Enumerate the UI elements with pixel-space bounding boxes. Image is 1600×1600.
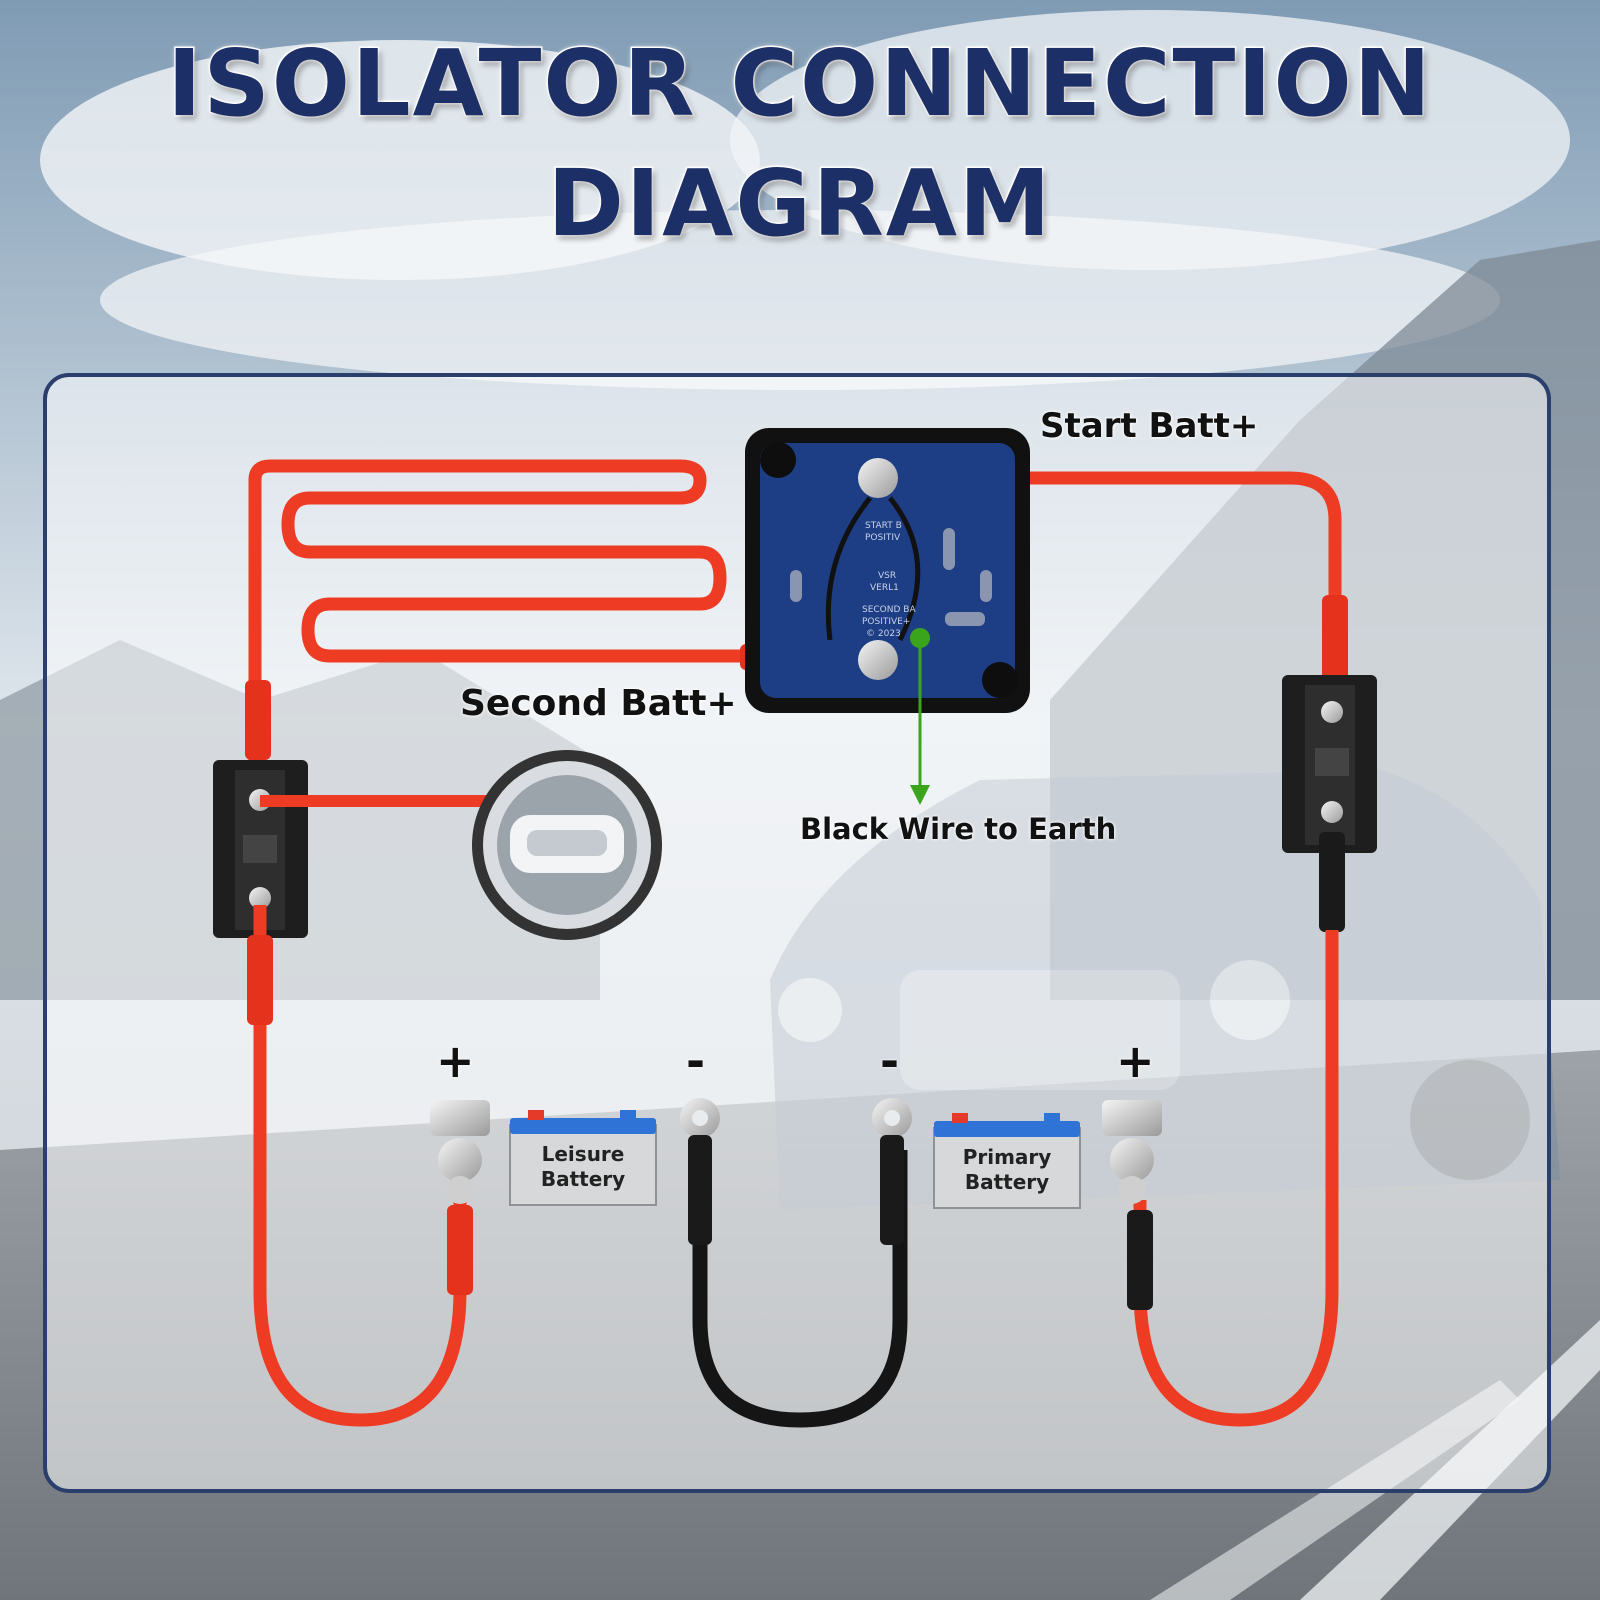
relay-marking: POSITIVE+ <box>862 617 910 627</box>
red-wire-second-batt <box>248 459 745 780</box>
red-wire-leisure-positive <box>253 905 467 1427</box>
heat-shrink <box>447 1205 473 1295</box>
leisure-battery-icon <box>509 1110 657 1206</box>
title-line-1: ISOLATOR CONNECTION <box>166 29 1433 139</box>
leisure-battery-line1: Leisure <box>541 1142 625 1166</box>
heat-shrink-black <box>1127 1210 1153 1310</box>
heat-shrink <box>245 680 271 760</box>
relay-marking: VERL1 <box>870 583 899 593</box>
title-line-2: DIAGRAM <box>546 149 1053 259</box>
ring-terminal <box>872 1098 912 1245</box>
start-batt-label: Start Batt+ <box>1040 406 1259 446</box>
primary-battery-icon <box>933 1113 1081 1209</box>
relay-marking: POSITIV <box>865 533 901 543</box>
led-light <box>472 750 662 940</box>
relay-marking: SECOND BA <box>862 605 916 615</box>
leisure-battery-line2: Battery <box>540 1167 626 1191</box>
relay-marking: VSR <box>878 571 896 581</box>
primary-battery-line2: Battery <box>964 1170 1050 1194</box>
cloud <box>100 210 1500 390</box>
earth-arrow <box>910 628 930 805</box>
black-wire-label: Black Wire to Earth <box>800 812 1117 846</box>
leisure-negative-sign: - <box>686 1034 706 1088</box>
primary-battery-line1: Primary <box>962 1145 1052 1169</box>
relay-marking: © 2023 <box>866 629 901 639</box>
battery-clamp-leisure <box>430 1100 490 1204</box>
black-negative-cable <box>692 1150 908 1428</box>
relay-marking: START B <box>865 521 902 531</box>
leisure-battery-label: Leisure Battery <box>510 1142 656 1192</box>
red-wire-start-batt <box>900 471 1342 700</box>
heat-shrink-black <box>1319 832 1345 932</box>
primary-negative-sign: - <box>880 1034 900 1088</box>
ring-terminal <box>680 1098 720 1245</box>
primary-positive-sign: + <box>1116 1034 1155 1088</box>
heat-shrink <box>1322 595 1348 685</box>
battery-clamp-primary <box>1102 1100 1162 1204</box>
red-wire-primary-positive <box>1133 930 1339 1427</box>
fuse-holder-right <box>1282 675 1377 853</box>
leisure-positive-sign: + <box>436 1034 475 1088</box>
second-batt-label: Second Batt+ <box>460 683 737 724</box>
heat-shrink <box>247 935 273 1025</box>
isolator-relay <box>745 428 1030 713</box>
primary-battery-label: Primary Battery <box>934 1145 1080 1195</box>
cloud <box>730 10 1570 270</box>
